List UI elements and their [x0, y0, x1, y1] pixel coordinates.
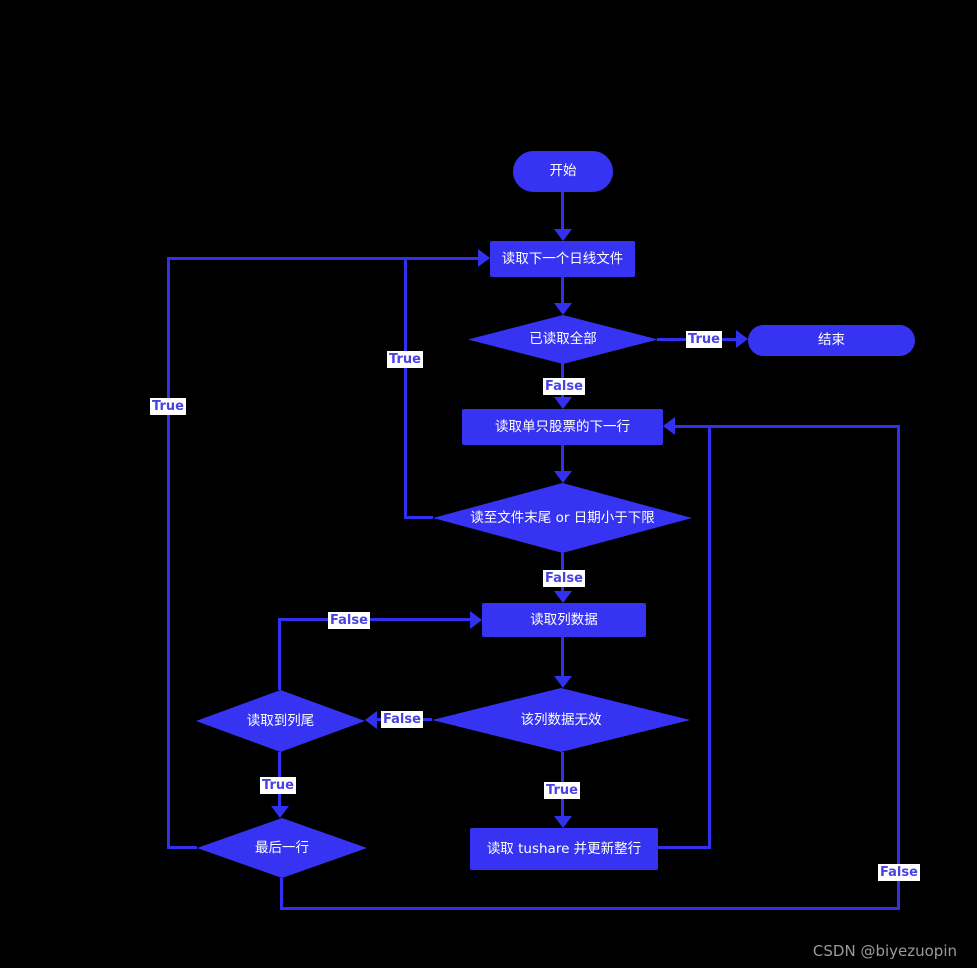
arrowhead-down-icon	[554, 229, 572, 241]
node-start: 开始	[513, 151, 613, 192]
edge-lastrow-true-v	[167, 258, 170, 849]
edge-eof-true-v	[404, 258, 407, 519]
node-read-to-column-end-decision: 读取到列尾	[196, 690, 365, 752]
arrowhead-down-icon	[554, 303, 572, 315]
csdn-watermark: CSDN @biyezuopin	[812, 942, 957, 960]
edge-return-to-readrow-h	[675, 425, 900, 428]
edge-label-colend-true: True	[260, 777, 296, 794]
arrowhead-down-icon	[554, 816, 572, 828]
edge-label-lastrow-false: False	[878, 864, 920, 881]
arrowhead-down-icon	[554, 591, 572, 603]
arrowhead-down-icon	[554, 471, 572, 483]
edge-label-eof-true: True	[387, 351, 423, 368]
edge-eof-true-h	[404, 516, 433, 519]
edge-colend-false-v	[278, 620, 281, 690]
edge-readrow-to-eof	[561, 445, 564, 473]
edge-colend-false-h	[278, 618, 470, 621]
arrowhead-down-icon	[554, 676, 572, 688]
edge-label-allread-true: True	[686, 331, 722, 348]
edge-label-invalid-false: False	[381, 711, 423, 728]
node-end: 结束	[748, 325, 915, 356]
edge-lastrow-false-v1	[280, 878, 283, 910]
edge-readcol-to-invalid	[561, 637, 564, 678]
edge-tushare-loop-v	[708, 426, 711, 849]
arrowhead-right-icon	[478, 249, 490, 267]
node-read-next-row: 读取单只股票的下一行	[462, 409, 663, 445]
node-last-row-decision: 最后一行	[197, 818, 367, 878]
edge-lastrow-false-bottom-h	[280, 907, 900, 910]
edge-label-allread-false: False	[543, 378, 585, 395]
edge-lastrow-true-h	[167, 846, 197, 849]
arrowhead-left-icon	[663, 417, 675, 435]
edge-label-eof-false: False	[543, 570, 585, 587]
node-read-next-daily-file: 读取下一个日线文件	[490, 241, 635, 277]
arrowhead-right-icon	[470, 611, 482, 629]
edge-readfile-to-allread	[561, 277, 564, 305]
edge-label-invalid-true: True	[544, 782, 580, 799]
arrowhead-down-icon	[271, 806, 289, 818]
edge-lastrow-false-right-v	[897, 426, 900, 910]
node-column-data-invalid-decision: 该列数据无效	[432, 688, 690, 752]
node-all-read-decision: 已读取全部	[468, 315, 658, 364]
edge-top-return-h	[167, 257, 479, 260]
arrowhead-left-icon	[365, 711, 377, 729]
node-eof-or-date-below-decision: 读至文件末尾 or 日期小于下限	[433, 483, 692, 553]
node-read-tushare-update-row: 读取 tushare 并更新整行	[470, 828, 658, 870]
edge-start-to-readfile	[561, 192, 564, 232]
arrowhead-right-icon	[736, 330, 748, 348]
node-read-column-data: 读取列数据	[482, 603, 646, 637]
edge-label-lastrow-true: True	[150, 398, 186, 415]
arrowhead-down-icon	[554, 397, 572, 409]
edge-tushare-loop-h	[658, 846, 711, 849]
edge-label-colend-false: False	[328, 612, 370, 629]
